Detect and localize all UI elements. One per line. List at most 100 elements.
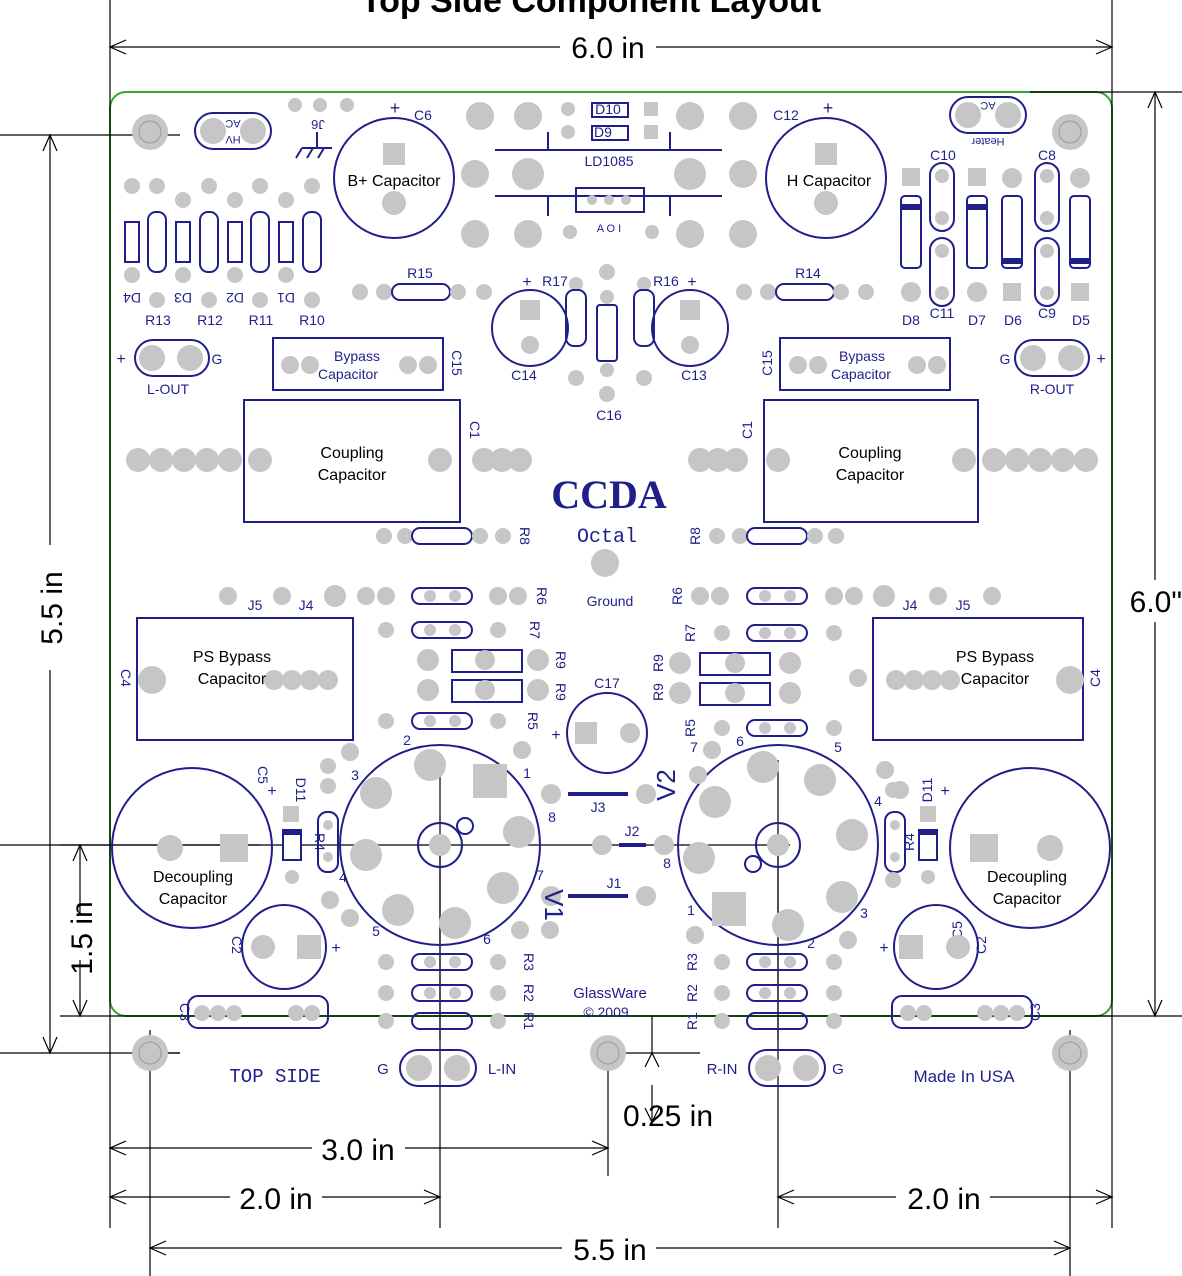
svg-text:5: 5 [372,923,380,939]
svg-text:2: 2 [807,935,815,951]
r9-label-left-a: R9 [553,651,569,669]
c5-label-right: C5 [949,921,965,939]
svg-text:3: 3 [351,767,359,783]
c4-label-right: C4 [1087,669,1103,687]
jumpers: J3 J2 J1 [541,784,674,906]
r7-label-right: R7 [682,624,698,642]
c11-label: C11 [930,305,955,321]
r12-label: R12 [197,312,223,328]
svg-text:+: + [116,351,125,368]
r10-label: R10 [299,312,325,328]
d1-label: D1 [277,290,295,306]
r1-r3-resistors: R3 R2 R1 R3 R2 R1 [378,953,842,1030]
svg-text:2: 2 [403,732,411,748]
r14-resistor: R14 [736,265,874,301]
d7-label: D7 [968,312,986,328]
ground-label: Ground [587,593,634,609]
r16-label: R16 [653,273,679,289]
svg-text:1: 1 [523,765,531,781]
c14-label: C14 [511,367,537,383]
ps-bypass-capacitor-right: PS Bypass Capacitor C4 [849,617,1103,741]
c15-label-left: C15 [449,350,465,376]
svg-text:5: 5 [834,739,842,755]
c15-label-right: C15 [759,350,775,376]
r-in-label: R-IN [707,1061,738,1078]
hv-connector: HV AC [194,112,272,150]
svg-text:7: 7 [536,867,544,883]
j5-label-left: J5 [248,597,263,613]
c1-label-left: C1 [467,421,483,439]
svg-text:3: 3 [860,905,868,921]
svg-text:+: + [551,727,560,744]
svg-text:Capacitor: Capacitor [159,891,228,908]
r6-label-right: R6 [669,587,685,605]
svg-text:Coupling: Coupling [838,445,901,462]
svg-text:G: G [832,1061,844,1078]
dim-bottom-3: 3.0 in [321,1134,394,1167]
decoupling-capacitor-left: + C5 Decoupling Capacitor D11 R4 [111,758,339,929]
c5-label-left: C5 [255,766,271,784]
maker-label: GlassWare [573,985,647,1002]
j6-ground: J6 [288,98,354,159]
c17-label: C17 [594,675,620,691]
c13-label: C13 [681,367,707,383]
j4-label-right: J4 [903,597,918,613]
svg-text:+: + [390,98,401,118]
heater-label: Heater [971,135,1004,147]
d3-label: D3 [174,290,192,306]
r15-resistor: R15 [352,265,492,301]
svg-text:G: G [1000,351,1011,367]
r6-label-left: R6 [534,587,550,605]
bplus-capacitor: + C6 B+ Capacitor [333,98,455,239]
r5-label-left: R5 [525,712,541,730]
hv-label: HV [225,133,241,145]
svg-text:+: + [331,940,340,957]
r-out-label: R-OUT [1030,381,1075,397]
r8-resistors: R8 R8 [376,527,844,545]
svg-text:8: 8 [548,809,556,825]
ac-left-label: AC [225,117,240,129]
r14-label: R14 [795,265,821,281]
svg-text:8: 8 [663,855,671,871]
l-out-connector[interactable]: + G L-OUT [116,339,222,397]
ac-right-label: AC [980,99,995,111]
c6-label: C6 [414,107,432,123]
svg-text:Decoupling: Decoupling [987,869,1067,886]
svg-text:Capacitor: Capacitor [198,671,267,688]
l-in-label: L-IN [488,1061,516,1078]
svg-text:Coupling: Coupling [320,445,383,462]
c16-label: C16 [596,407,622,423]
svg-text:1: 1 [687,902,695,918]
svg-text:G: G [377,1061,389,1078]
r13-label: R13 [145,312,171,328]
d5-label: D5 [1072,312,1090,328]
svg-text:Capacitor: Capacitor [318,467,387,484]
r5-label-right: R5 [682,719,698,737]
svg-text:Bypass: Bypass [334,348,380,364]
l-out-label: L-OUT [147,381,189,397]
l-in-connector[interactable]: G L-IN [377,1049,516,1087]
dim-top-width: 6.0 in [571,32,644,65]
c1-label-right: C1 [739,421,755,439]
board-logo: CCDA [551,472,667,517]
svg-text:6: 6 [483,931,491,947]
board-subtitle: Octal [577,526,637,549]
svg-text:+: + [687,274,696,291]
r-in-connector[interactable]: R-IN G [707,1049,844,1087]
r-out-connector[interactable]: G + R-OUT [1000,339,1106,397]
r11-label: R11 [249,312,274,328]
r4-label-left: R4 [312,833,328,851]
h-cap-label: H Capacitor [787,173,872,190]
dim-bottom-55: 5.5 in [573,1234,646,1267]
c2-capacitors: + C2 + C2 [229,904,989,990]
svg-text:+: + [940,783,949,800]
bplus-cap-label: B+ Capacitor [348,173,442,190]
c8-label: C8 [1038,147,1056,163]
reg-pins: A O I [597,223,621,235]
svg-text:PS Bypass: PS Bypass [956,649,1034,666]
svg-text:Capacitor: Capacitor [993,891,1062,908]
coupling-capacitor-right: Coupling Capacitor C1 [688,399,1098,523]
v1-tube-socket: V1 1 2 3 4 5 6 7 8 [321,732,569,947]
right-diode-cluster: C10 C8 C11 C9 D8 D7 D6 D5 [900,147,1091,328]
top-side-label: TOP SIDE [229,1066,320,1088]
